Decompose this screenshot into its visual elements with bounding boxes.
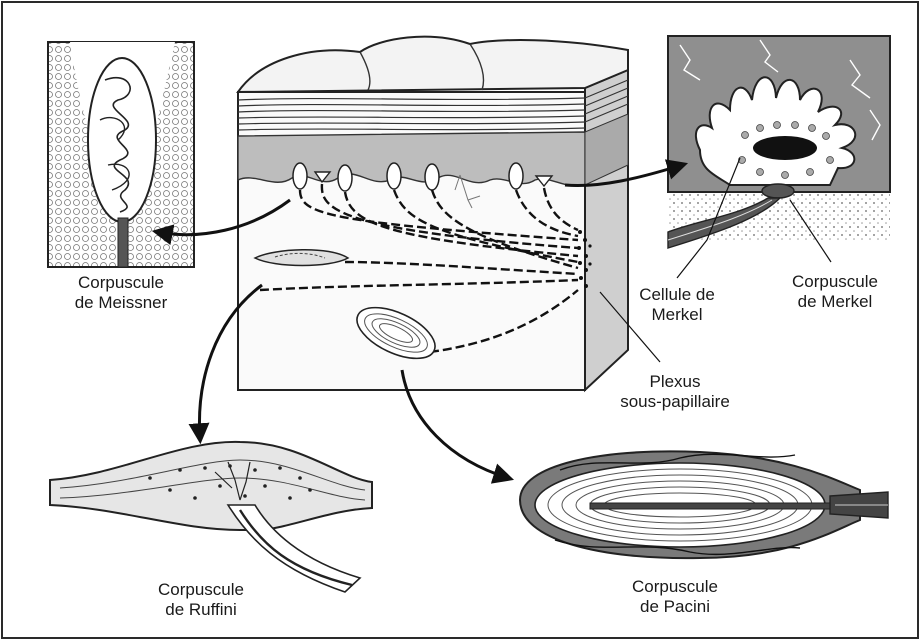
label-pacini: Corpuscule de Pacini	[610, 577, 740, 617]
label-plexus: Plexus sous-papillaire	[600, 372, 750, 412]
label-ruffini: Corpuscule de Ruffini	[136, 580, 266, 620]
label-meissner-line1: Corpuscule	[56, 273, 186, 293]
label-merkel-corpuscle-line2: de Merkel	[770, 292, 900, 312]
label-ruffini-line1: Corpuscule	[136, 580, 266, 600]
label-pacini-line2: de Pacini	[610, 597, 740, 617]
label-plexus-line1: Plexus	[600, 372, 750, 392]
pacini-inset	[520, 451, 888, 558]
label-meissner: Corpuscule de Meissner	[56, 273, 186, 313]
label-merkel-cell: Cellule de Merkel	[622, 285, 732, 325]
label-merkel-corpuscle-line1: Corpuscule	[770, 272, 900, 292]
label-merkel-corpuscle: Corpuscule de Merkel	[770, 272, 900, 312]
skin-block	[238, 37, 628, 390]
label-plexus-line2: sous-papillaire	[600, 392, 750, 412]
merkel-inset	[668, 36, 890, 248]
label-pacini-line1: Corpuscule	[610, 577, 740, 597]
label-ruffini-line2: de Ruffini	[136, 600, 266, 620]
label-meissner-line2: de Meissner	[56, 293, 186, 313]
label-merkel-cell-line2: Merkel	[622, 305, 732, 325]
ruffini-inset	[50, 442, 372, 592]
label-merkel-cell-line1: Cellule de	[622, 285, 732, 305]
